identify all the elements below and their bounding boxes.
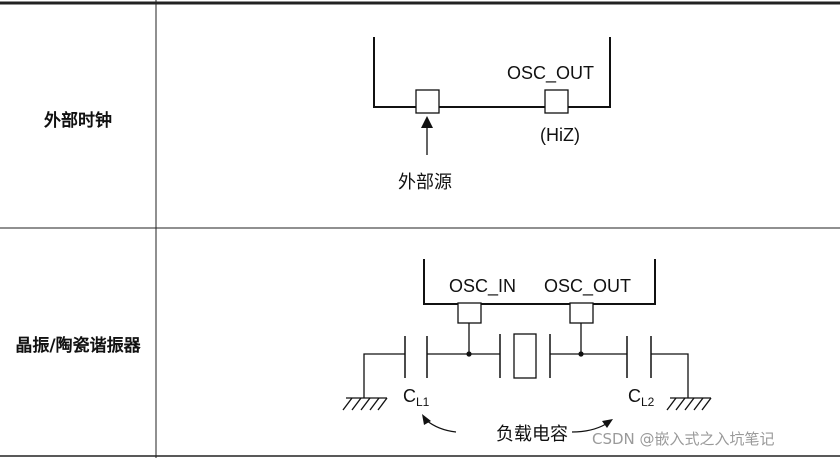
cl2-main: C — [628, 386, 641, 406]
crystal-diagram — [342, 259, 712, 433]
row-label-external-clock: 外部时钟 — [44, 111, 112, 131]
load-cap-arrow-left — [425, 419, 457, 433]
osc-out-pin-box — [544, 89, 569, 114]
ground-icon-left — [342, 397, 388, 411]
chip-outline-bottom — [423, 259, 656, 305]
osc-out-label-xtal: OSC_OUT — [544, 276, 632, 296]
load-cap-arrowhead-right — [602, 419, 613, 428]
cl1-sub: L1 — [416, 395, 430, 409]
osc-in-pin-box — [415, 89, 440, 114]
chip-outline-top — [373, 37, 611, 108]
cl2-right-wire — [651, 353, 689, 398]
external-source-label: 外部源 — [398, 172, 452, 193]
crystal-body — [513, 333, 537, 379]
cl1-label: CL1 — [403, 386, 429, 409]
external-clock-diagram — [373, 37, 611, 155]
cl2-label: CL2 — [628, 386, 654, 409]
source-arrow-head — [421, 116, 433, 128]
osc-out-pin — [569, 302, 594, 324]
osc-out-label-ext: OSC_OUT — [507, 63, 595, 83]
csdn-watermark: CSDN @嵌入式之入坑笔记 — [592, 430, 775, 448]
cl2-sub: L2 — [641, 395, 655, 409]
load-cap-arrowhead-left — [422, 414, 431, 425]
osc-in-label: OSC_IN — [449, 276, 517, 296]
ground-icon-right — [666, 397, 712, 411]
load-cap-arrow-right — [571, 423, 607, 433]
osc-in-pin — [457, 302, 482, 324]
cl1-main: C — [403, 386, 416, 406]
cl1-left-wire — [363, 353, 405, 398]
hiz-label: (HiZ) — [540, 125, 580, 145]
load-capacitors-label: 负载电容 — [496, 424, 568, 445]
row-label-crystal-resonator: 晶振/陶瓷谐振器 — [15, 336, 141, 356]
